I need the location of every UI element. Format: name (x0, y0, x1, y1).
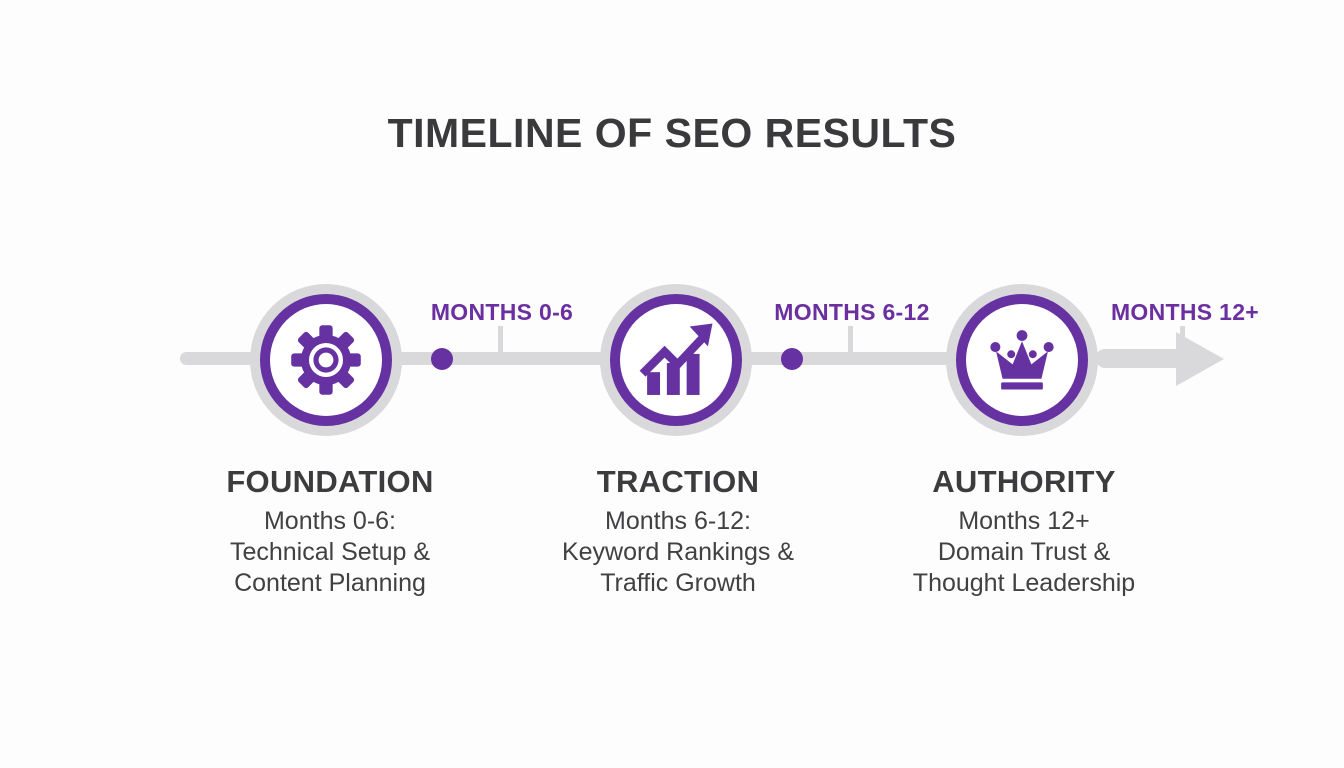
timeline-tick-2 (848, 326, 853, 359)
milestone-node-traction (600, 284, 752, 436)
interval-label-months-0-6: MONTHS 0-6 (430, 299, 574, 325)
page-title: TIMELINE OF SEO RESULTS (387, 110, 957, 156)
milestone-description-authority: Months 12+ Domain Trust & Thought Leader… (854, 506, 1194, 599)
timeline-dot-2 (781, 348, 803, 370)
milestone-detail: Content Planning (234, 569, 426, 597)
gear-icon (289, 323, 363, 397)
milestone-detail: Keyword Rankings & (561, 538, 795, 566)
timeline-arrow-shaft (1096, 349, 1182, 368)
timeline-arrow-head-icon (1176, 332, 1224, 386)
milestone-description-traction: Months 6-12: Keyword Rankings & Traffic … (508, 506, 848, 599)
milestone-months: Months 0-6: (263, 507, 396, 535)
timeline-dot-1 (431, 348, 453, 370)
timeline-tick-1 (498, 326, 503, 359)
milestone-detail: Technical Setup & (229, 538, 431, 566)
milestone-detail: Domain Trust & (937, 538, 1111, 566)
milestone-detail: Thought Leadership (912, 569, 1136, 597)
interval-label-months-12-plus: MONTHS 12+ (1110, 299, 1260, 325)
milestone-months: Months 12+ (958, 507, 1090, 535)
milestone-heading-traction: TRACTION (596, 464, 760, 499)
growth-chart-icon (638, 322, 714, 398)
milestone-node-authority (946, 284, 1098, 436)
milestone-heading-authority: AUTHORITY (932, 464, 1116, 499)
milestone-months: Months 6-12: (605, 507, 751, 535)
milestone-detail: Traffic Growth (600, 569, 756, 597)
interval-label-months-6-12: MONTHS 6-12 (774, 299, 930, 325)
crown-icon (986, 324, 1058, 396)
milestone-node-foundation (250, 284, 402, 436)
milestone-description-foundation: Months 0-6: Technical Setup & Content Pl… (160, 506, 500, 599)
milestone-heading-foundation: FOUNDATION (226, 464, 434, 499)
